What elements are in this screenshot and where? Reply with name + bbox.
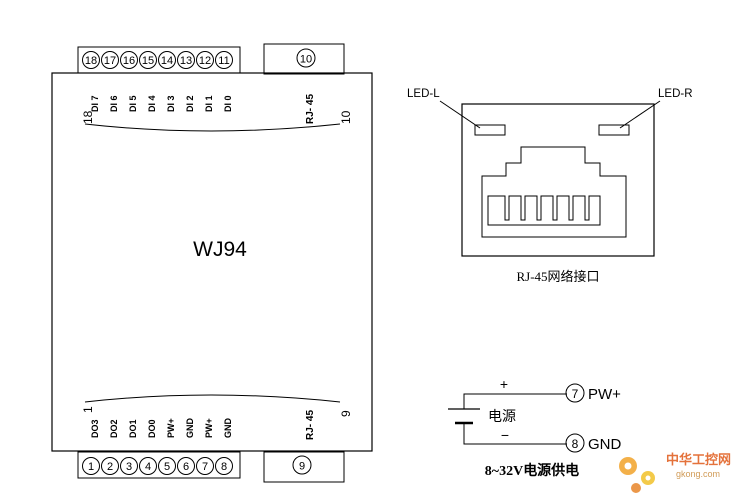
module-title: WJ94 — [193, 238, 247, 261]
top-pin-circle — [177, 51, 195, 69]
bottom-port-number: 9 — [299, 461, 305, 473]
top-edge-number: 18 — [81, 110, 95, 124]
bottom-pin-number: 7 — [202, 461, 208, 473]
top-side-number: 10 — [339, 110, 353, 124]
top-terminal-strip: 18 17 16 15 14 13 12 11 — [77, 46, 241, 74]
bottom-pin-circle — [139, 457, 157, 475]
watermark-line2: gkong.com — [676, 469, 720, 479]
module-body — [51, 72, 373, 452]
bottom-edge-number: 1 — [81, 406, 95, 413]
top-pin-number: 16 — [123, 55, 135, 67]
plus-sign: + — [500, 376, 508, 392]
top-pin-number: 15 — [142, 55, 154, 67]
gkong-watermark: 中华工控网 gkong.com — [619, 452, 731, 493]
bottom-terminal-strip: 1 2 3 4 5 6 7 8 — [77, 451, 241, 479]
signal-label: DI 1 — [204, 95, 214, 112]
power-caption: 8~32V电源供电 — [485, 462, 579, 479]
top-pin-number: 14 — [161, 55, 173, 67]
signal-label: DI 0 — [223, 95, 233, 112]
signal-label: DI 7 — [90, 95, 100, 112]
signal-label: PW+ — [166, 418, 176, 438]
top-pin-number: 18 — [85, 55, 97, 67]
signal-label: DI 4 — [147, 95, 157, 112]
gnd-label: GND — [588, 436, 622, 453]
signal-label: DI 3 — [166, 95, 176, 112]
top-port-number: 10 — [300, 54, 312, 66]
bottom-pin-number: 3 — [126, 461, 132, 473]
bottom-pin-circle — [120, 457, 138, 475]
top-pin-circle — [82, 51, 100, 69]
led-left-label: LED-L — [407, 88, 440, 100]
bottom-pin-number: 6 — [183, 461, 189, 473]
bottom-pin-number: 2 — [107, 461, 113, 473]
power-supply-circuit — [448, 383, 585, 453]
top-pin-circle — [215, 51, 233, 69]
led-right-label: LED-R — [658, 88, 693, 100]
signal-label: PW+ — [204, 418, 214, 438]
bottom-rj45-label: RJ- 45 — [305, 410, 316, 440]
top-pin-circle — [196, 51, 214, 69]
rj45-detail — [439, 100, 661, 257]
bottom-pin-circle — [101, 457, 119, 475]
signal-label: DO3 — [90, 419, 100, 438]
top-pin-number: 11 — [218, 55, 229, 67]
top-pin-circle — [101, 51, 119, 69]
signal-label: DI 6 — [109, 95, 119, 112]
top-pin-circle — [120, 51, 138, 69]
pin-7-number: 7 — [572, 387, 579, 401]
top-pin-number: 17 — [104, 55, 116, 67]
rj45-jack-outline — [481, 146, 627, 238]
bottom-pin-circle — [196, 457, 214, 475]
pw-plus-label: PW+ — [588, 386, 621, 403]
signal-label: GND — [185, 418, 195, 439]
bottom-pin-number: 4 — [145, 461, 151, 473]
led-left-window — [474, 124, 506, 136]
top-signal-labels: DI 7 DI 6 DI 5 DI 4 DI 3 DI 2 DI 1 DI 0 — [90, 95, 233, 112]
bottom-signal-labels: DO3 DO2 DO1 DO0 PW+ GND PW+ GND — [90, 418, 233, 439]
bottom-pin-number: 5 — [164, 461, 170, 473]
top-pin-circle — [139, 51, 157, 69]
gear-icon — [619, 457, 655, 493]
watermark-line1: 中华工控网 — [666, 452, 731, 467]
signal-label: GND — [223, 418, 233, 439]
top-rj45-label: RJ- 45 — [305, 94, 316, 124]
signal-label: DO1 — [128, 419, 138, 438]
bottom-pin-circle — [215, 457, 233, 475]
bottom-rj45-port — [263, 451, 345, 483]
signal-label: DO2 — [109, 419, 119, 438]
top-curve — [84, 123, 341, 132]
top-pin-number: 13 — [180, 55, 192, 67]
power-source-label: 电源 — [488, 409, 516, 425]
top-pin-number: 12 — [199, 55, 211, 67]
led-right-window — [598, 124, 630, 136]
bottom-side-number: 9 — [339, 410, 353, 417]
bottom-pin-circle — [177, 457, 195, 475]
top-pin-circle — [158, 51, 176, 69]
signal-label: DO0 — [147, 419, 157, 438]
bottom-pin-circle — [158, 457, 176, 475]
top-rj45-port — [263, 43, 345, 75]
minus-sign: − — [501, 427, 509, 443]
bottom-pin-circle — [82, 457, 100, 475]
bottom-pin-number: 1 — [88, 461, 94, 473]
bottom-curve — [84, 394, 341, 403]
signal-label: DI 2 — [185, 95, 195, 112]
rj45-contacts — [487, 195, 601, 226]
signal-label: DI 5 — [128, 95, 138, 112]
bottom-pin-number: 8 — [221, 461, 227, 473]
pin-8-number: 8 — [572, 437, 579, 451]
rj45-caption: RJ-45网络接口 — [516, 269, 599, 284]
